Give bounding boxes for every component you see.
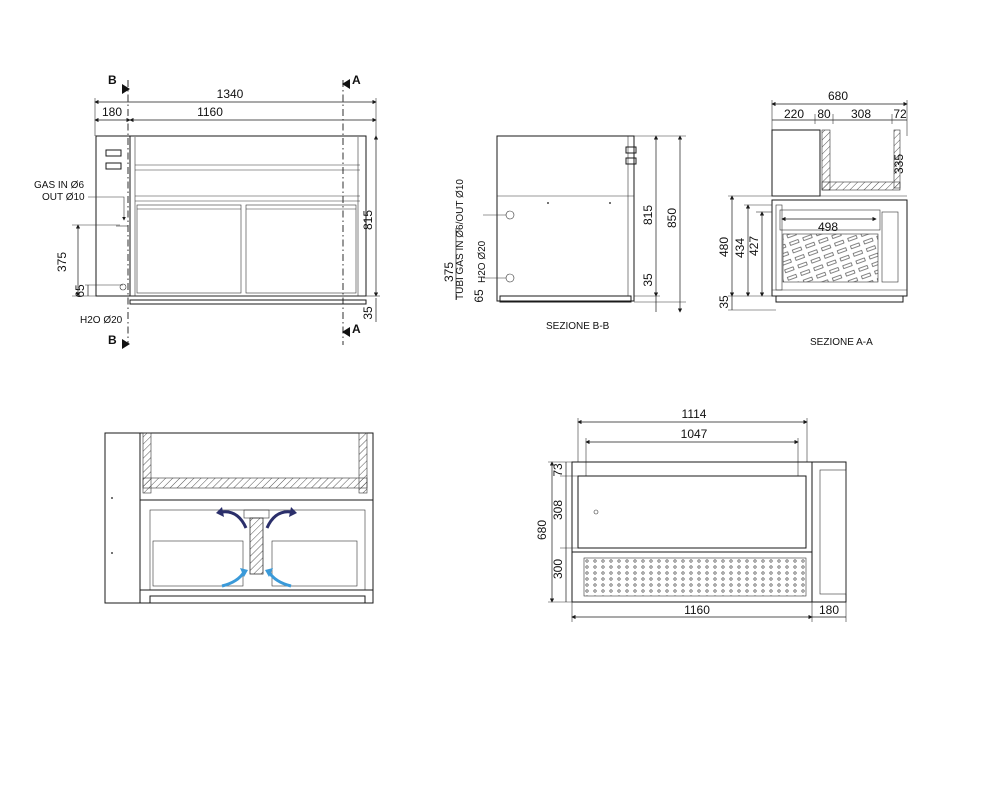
dim-434: 434 <box>733 238 747 258</box>
dim-base: 35 <box>361 306 375 320</box>
airflow-view <box>104 432 374 604</box>
section-bb: TUBI GAS IN Ø6/OUT Ø10 H2O Ø20 375 65 81… <box>442 135 686 332</box>
dim-base-bb: 35 <box>641 273 655 287</box>
dim-base-aa: 35 <box>717 295 731 309</box>
plan-view: 1114 1047 680 73 308 300 1160 180 <box>535 407 847 622</box>
dim-total-width: 1340 <box>217 87 244 101</box>
section-mark-b-bottom: B <box>108 333 117 347</box>
dim-335: 335 <box>892 154 906 174</box>
dim-connection-height: 375 <box>55 252 69 272</box>
label-gas-out: OUT Ø10 <box>42 192 85 203</box>
warm-air-arrow-right <box>265 510 292 529</box>
section-mark-a-bottom: A <box>352 322 361 336</box>
dim-1114: 1114 <box>682 407 707 421</box>
dim-1047: 1047 <box>681 427 708 441</box>
dim-plan-1160: 1160 <box>684 603 710 617</box>
dim-300: 300 <box>551 559 565 579</box>
dim-80: 80 <box>817 107 831 121</box>
dim-drain-height: 65 <box>73 284 87 298</box>
dim-main-width: 1160 <box>197 105 223 119</box>
label-water-bb: H2O Ø20 <box>477 240 488 283</box>
caption-section-aa: SEZIONE A-A <box>810 337 873 348</box>
dim-308: 308 <box>851 107 871 121</box>
dim-427: 427 <box>747 236 761 256</box>
dim-220: 220 <box>784 107 804 121</box>
section-aa: 680 220 80 308 72 498 335 480 <box>717 89 908 348</box>
dim-72: 72 <box>893 107 907 121</box>
dim-drain-bb: 65 <box>472 289 486 303</box>
dim-connection-bb: 375 <box>442 262 456 282</box>
dim-plan-depth: 680 <box>535 520 549 540</box>
dim-73: 73 <box>551 463 565 477</box>
warm-air-arrow-left <box>221 510 248 529</box>
section-mark-a-top: A <box>352 73 361 87</box>
dim-side-width: 180 <box>102 105 122 119</box>
dim-depth-total: 680 <box>828 89 848 103</box>
cold-air-arrow-left <box>221 571 246 588</box>
label-gas-in: GAS IN Ø6 <box>34 180 84 191</box>
dim-plan-308: 308 <box>551 500 565 520</box>
section-mark-b-top: B <box>108 73 117 87</box>
dim-plan-180: 180 <box>819 603 839 617</box>
dim-height-815: 815 <box>641 205 655 225</box>
dim-height-850: 850 <box>665 208 679 228</box>
label-tubes: TUBI GAS IN Ø6/OUT Ø10 <box>455 179 466 300</box>
dim-498: 498 <box>818 220 838 234</box>
front-view: 1340 180 1160 B B A <box>34 73 380 349</box>
caption-section-bb: SEZIONE B-B <box>546 321 610 332</box>
dim-480: 480 <box>717 237 731 257</box>
label-water: H2O Ø20 <box>80 315 123 326</box>
dim-height: 815 <box>361 210 375 230</box>
